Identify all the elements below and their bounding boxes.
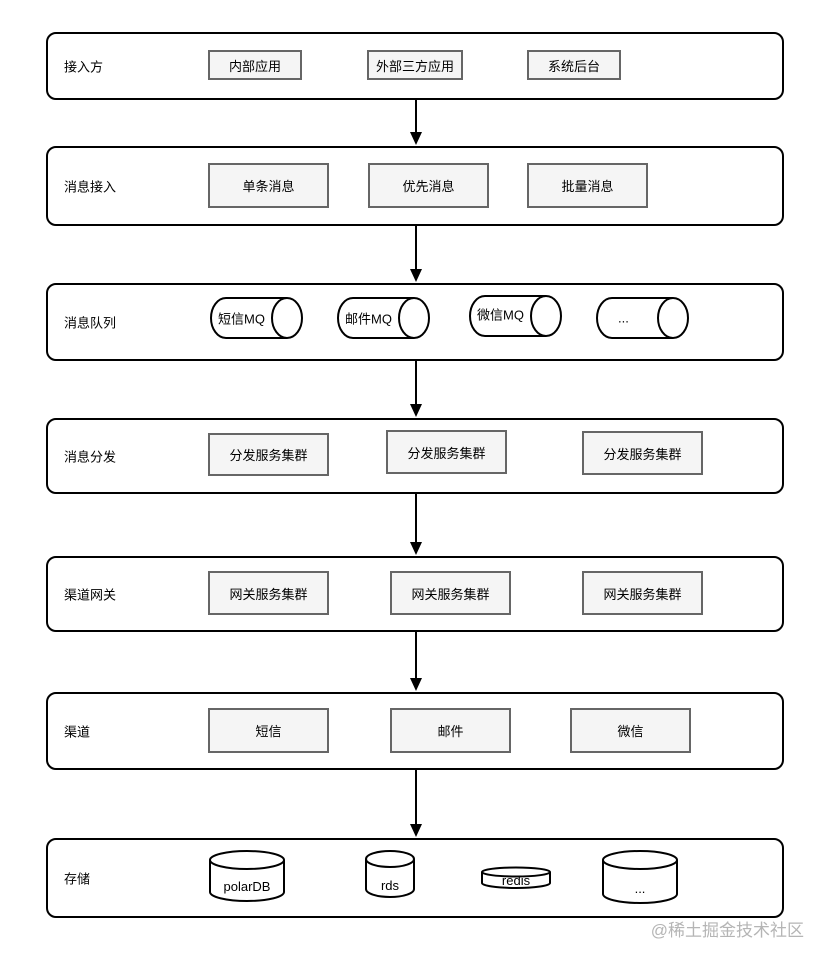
queue-more[interactable]: ... (596, 296, 689, 340)
storage-label: rds (380, 878, 400, 893)
database-cylinder-icon (209, 850, 285, 902)
node-channel-wechat[interactable]: 微信 (570, 708, 691, 753)
node-internal-app[interactable]: 内部应用 (208, 50, 302, 80)
node-priority-message[interactable]: 优先消息 (368, 163, 489, 208)
flow-arrow-5 (410, 632, 422, 691)
queue-cylinder-shape (469, 295, 562, 337)
layer-label: 渠道 (64, 724, 91, 740)
queue-email-mq[interactable]: 邮件MQ (337, 296, 430, 340)
queue-sms-mq[interactable]: 短信MQ (210, 296, 303, 340)
node-third-party-app[interactable]: 外部三方应用 (367, 50, 463, 80)
queue-cylinder-shape (596, 297, 689, 339)
node-channel-sms[interactable]: 短信 (208, 708, 329, 753)
storage-polardb[interactable]: polarDB (208, 849, 286, 903)
queue-cylinder-shape (210, 297, 303, 339)
flow-arrow-2 (410, 226, 422, 282)
queue-label: ... (618, 310, 629, 326)
storage-label: polarDB (223, 879, 271, 894)
queue-cylinder-shape (337, 297, 430, 339)
queue-label: 短信MQ (218, 311, 265, 327)
database-cylinder-icon (602, 850, 678, 904)
storage-label: redis (501, 873, 531, 888)
layer-label: 消息分发 (64, 449, 117, 465)
node-single-message[interactable]: 单条消息 (208, 163, 329, 208)
flow-arrow-1 (410, 100, 422, 145)
layer-message-ingest: 消息接入 (46, 146, 784, 226)
storage-more[interactable]: ... (601, 849, 679, 905)
layer-label: 接入方 (64, 59, 104, 75)
storage-label: ... (634, 881, 646, 896)
node-gateway-cluster-1[interactable]: 网关服务集群 (208, 571, 329, 615)
node-dispatch-cluster-2[interactable]: 分发服务集群 (386, 430, 507, 474)
layer-label: 消息队列 (64, 315, 117, 331)
watermark: @稀土掘金技术社区 (650, 921, 804, 940)
node-gateway-cluster-3[interactable]: 网关服务集群 (582, 571, 703, 615)
storage-redis[interactable]: redis (480, 866, 552, 890)
queue-wechat-mq[interactable]: 微信MQ (469, 294, 562, 338)
node-dispatch-cluster-1[interactable]: 分发服务集群 (208, 433, 329, 476)
node-gateway-cluster-2[interactable]: 网关服务集群 (390, 571, 511, 615)
flow-arrow-3 (410, 361, 422, 417)
layer-label: 消息接入 (64, 179, 117, 195)
database-cylinder-icon (481, 866, 551, 889)
flow-arrow-6 (410, 770, 422, 837)
queue-label: 邮件MQ (345, 311, 392, 327)
node-system-backend[interactable]: 系统后台 (527, 50, 621, 80)
node-dispatch-cluster-3[interactable]: 分发服务集群 (582, 431, 703, 475)
node-channel-email[interactable]: 邮件 (390, 708, 511, 753)
layer-label: 存储 (64, 871, 91, 887)
queue-label: 微信MQ (477, 307, 524, 323)
storage-rds[interactable]: rds (364, 849, 416, 899)
node-batch-message[interactable]: 批量消息 (527, 163, 648, 208)
layer-access: 接入方 (46, 32, 784, 100)
flow-arrow-4 (410, 494, 422, 555)
database-cylinder-icon (365, 850, 415, 898)
layer-label: 渠道网关 (64, 587, 117, 603)
